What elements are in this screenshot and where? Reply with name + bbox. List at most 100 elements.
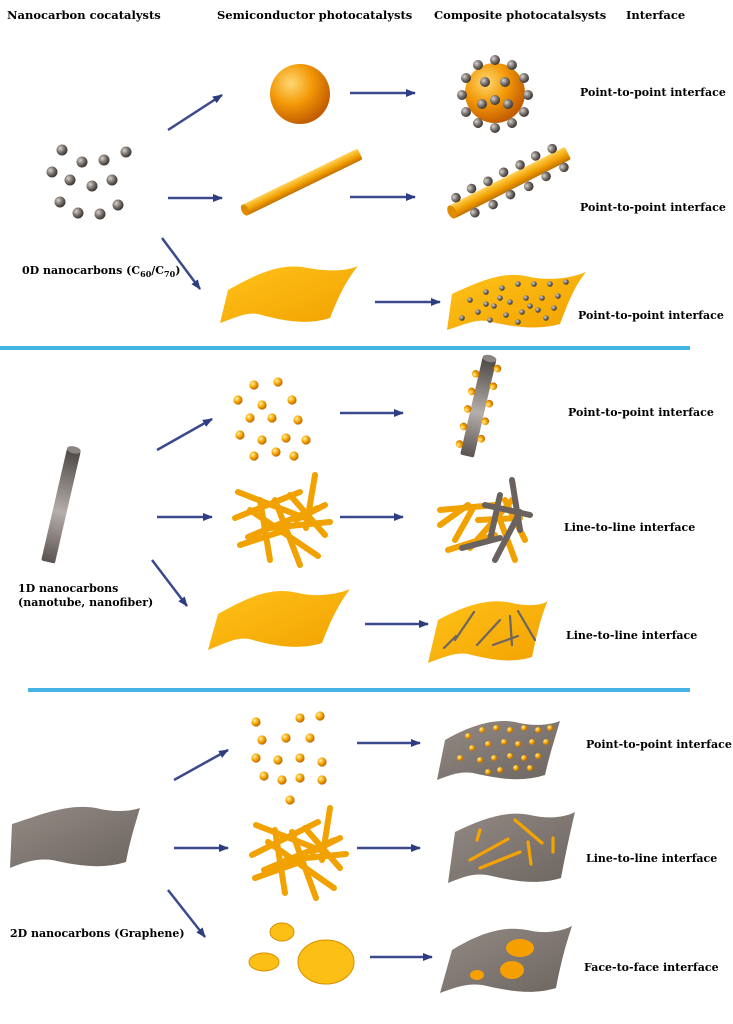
fullerene-particle [488, 199, 498, 210]
semiconductor-particle [485, 399, 494, 408]
fullerene-particle [543, 315, 549, 321]
fullerene-particle [461, 73, 471, 83]
semiconductor-particle [481, 417, 490, 426]
carbon-nanotube [487, 492, 503, 543]
header-interface: Interface [626, 8, 686, 22]
fullerene-particle [547, 143, 557, 154]
fullerene-particle [515, 160, 525, 170]
interface-label: Line-to-line interface [586, 852, 718, 865]
semiconductor-particle [463, 405, 472, 413]
semiconductor-particle [271, 447, 281, 457]
carbon-nanotube [492, 509, 523, 563]
semiconductor-particle [527, 765, 533, 771]
semiconductor-particle [493, 364, 502, 373]
semiconductor-nanorod [247, 507, 321, 559]
fullerene-particle [120, 146, 132, 158]
fullerene-particle [523, 295, 529, 301]
fullerene-particle [106, 174, 118, 186]
arrow [167, 93, 223, 132]
semiconductor-particle [497, 767, 503, 773]
semiconductor-particle [295, 773, 305, 783]
semiconductor-nanorod [252, 859, 303, 881]
semiconductor-particle [507, 753, 513, 759]
semiconductor-particle [485, 741, 491, 747]
semiconductor-particle [457, 755, 463, 761]
semiconductor-particle [465, 733, 471, 739]
fullerene-particle [480, 77, 490, 87]
arrow-group [151, 89, 441, 961]
interface-label: Line-to-line interface [564, 521, 696, 534]
fullerene-particle [547, 281, 553, 287]
fullerene-particle [76, 156, 88, 168]
fullerene-particle [112, 199, 124, 211]
fullerene-particle [541, 171, 551, 182]
fullerene-particle [503, 312, 509, 318]
semiconductor-particle [295, 713, 305, 723]
semiconductor-sphere [270, 64, 330, 124]
header-semiconductor-photocatalysts: Semiconductor photocatalysts [217, 8, 413, 22]
label-2d-nanocarbons: 2D nanocarbons (Graphene) [10, 927, 185, 940]
semiconductor-particle [455, 440, 464, 448]
semiconductor-nanorod [267, 519, 333, 531]
arrow [160, 237, 202, 290]
semiconductor-particle [235, 430, 245, 440]
semiconductor-particle [459, 422, 468, 431]
fullerene-particle [56, 144, 68, 156]
semiconductor-nanorod [283, 851, 349, 863]
semiconductor-nanorod [303, 472, 318, 531]
interface-label: Point-to-point interface [578, 309, 724, 322]
semiconductor-particle [277, 775, 287, 785]
semiconductor-particle [513, 765, 519, 771]
semiconductor-particle [317, 757, 327, 767]
interface-label: Point-to-point interface [580, 201, 726, 214]
fullerene-particle [470, 207, 480, 218]
semiconductor-particle [257, 735, 267, 745]
fullerene-particle [459, 315, 465, 321]
arrow [156, 417, 213, 452]
fullerene-particle [483, 301, 489, 307]
section-divider [28, 688, 690, 692]
fullerene-particle [490, 55, 500, 65]
semiconductor-particle [251, 717, 261, 727]
semiconductor-particle [233, 395, 243, 405]
semiconductor-particle [249, 451, 259, 461]
label-1d-nanocarbons: 1D nanocarbons [18, 582, 119, 595]
semiconductor-particle [543, 739, 549, 745]
semiconductor-particle [535, 727, 541, 733]
semiconductor-particle [493, 725, 499, 731]
fullerene-particle [483, 176, 493, 187]
composite-sheet [447, 272, 586, 330]
semiconductor-particle [301, 435, 311, 445]
fullerene-particle [490, 95, 500, 105]
fullerene-particle [559, 162, 569, 173]
fullerene-particle [527, 303, 533, 309]
semiconductor-rod [240, 149, 363, 216]
semiconductor-particle [507, 727, 513, 733]
fullerene-particle [491, 303, 497, 309]
fullerene-particle [551, 305, 557, 311]
fullerene-particle [563, 279, 569, 285]
semiconductor-particle [281, 433, 291, 443]
semiconductor-particles [233, 377, 311, 461]
fullerene-particle [473, 60, 483, 70]
semiconductor-particle [257, 400, 267, 410]
semiconductor-particle [469, 745, 475, 751]
composite-rod [447, 143, 571, 219]
fullerene-particle [555, 293, 561, 299]
fullerene-particle [507, 118, 517, 128]
fullerene-particle [539, 295, 545, 301]
semiconductor-particle [273, 377, 283, 387]
fullerene-particle [519, 73, 529, 83]
semiconductor-particles [251, 711, 327, 805]
semiconductor-particle [529, 739, 535, 745]
semiconductor-nanorod [289, 829, 319, 901]
semiconductor-nanorod [319, 805, 333, 863]
fullerene-particle [86, 180, 98, 192]
fullerene-particle [475, 309, 481, 315]
fullerene-particle [98, 154, 110, 166]
interface-label: Line-to-line interface [566, 629, 698, 642]
fullerene-particle [507, 60, 517, 70]
semiconductor-particle [245, 413, 255, 423]
header-nanocarbon-cocatalysts: Nanocarbon cocatalysts [7, 8, 161, 22]
